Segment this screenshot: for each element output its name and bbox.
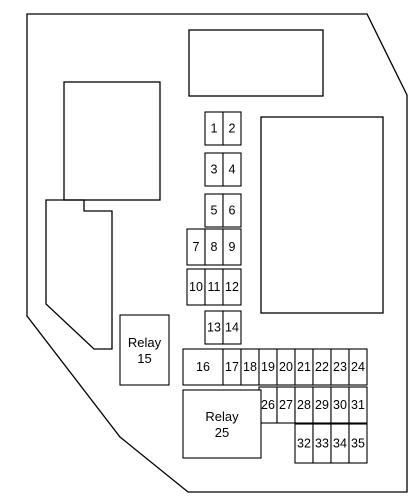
fuse-label: 31 <box>351 398 365 412</box>
fuse-34: 34 <box>330 423 350 464</box>
relay-label: 25 <box>215 425 229 440</box>
fuse-16: 16 <box>182 348 224 386</box>
left-block <box>63 81 161 201</box>
fuse-slot <box>222 228 242 266</box>
fuse-label: 22 <box>315 360 329 374</box>
left-lower-block <box>45 199 113 350</box>
right-block <box>260 116 384 314</box>
fuse-slot <box>222 268 242 306</box>
fuse-label: 23 <box>333 360 347 374</box>
fuse-33: 33 <box>312 423 332 464</box>
fuse-label: 13 <box>207 321 221 335</box>
fuse-label: 3 <box>211 163 218 177</box>
fuse-20: 20 <box>276 348 296 386</box>
fuse-label: 24 <box>351 360 365 374</box>
fuse-label: 19 <box>261 360 275 374</box>
fuse-17: 17 <box>222 348 242 386</box>
fuse-label: 10 <box>189 280 203 294</box>
fuse-29: 29 <box>312 386 332 424</box>
top-block <box>188 29 324 97</box>
fuse-24: 24 <box>348 348 368 386</box>
relay-box <box>119 314 170 386</box>
fuse-slot <box>348 423 368 464</box>
fuse-30: 30 <box>330 386 350 424</box>
fuse-label: 21 <box>297 360 311 374</box>
relay-box <box>182 389 262 459</box>
fuse-label: 4 <box>229 163 236 177</box>
fuse-10: 10 <box>186 268 206 306</box>
fuse-label: 14 <box>225 321 239 335</box>
fuse-11: 11 <box>204 268 224 306</box>
fuse-label: 34 <box>333 437 347 451</box>
fuse-label: 30 <box>333 398 347 412</box>
fuse-26: 26 <box>258 386 278 424</box>
fuse-27: 27 <box>276 386 296 424</box>
fuse-slot <box>222 111 242 146</box>
fuse-label: 20 <box>279 360 293 374</box>
fuse-9: 9 <box>222 228 242 266</box>
fuse-19: 19 <box>258 348 278 386</box>
fuse-label: 32 <box>297 437 311 451</box>
fuse-label: 16 <box>196 360 210 374</box>
fuse-8: 8 <box>204 228 224 266</box>
fuse-label: 27 <box>279 398 293 412</box>
relay-label: 15 <box>137 351 151 366</box>
fuse-18: 18 <box>240 348 260 386</box>
fuse-31: 31 <box>348 386 368 424</box>
fuse-label: 35 <box>351 437 365 451</box>
fuse-13: 13 <box>204 310 224 345</box>
fuse-7: 7 <box>186 228 206 266</box>
fuse-label: 18 <box>243 360 257 374</box>
fuse-23: 23 <box>330 348 350 386</box>
fuse-12: 12 <box>222 268 242 306</box>
fuse-3: 3 <box>204 152 224 187</box>
fuse-label: 9 <box>229 240 236 254</box>
fuse-slot <box>222 193 242 228</box>
fuse-slot <box>182 348 224 386</box>
fuse-label: 8 <box>211 240 218 254</box>
fuse-label: 33 <box>315 437 329 451</box>
fuse-4: 4 <box>222 152 242 187</box>
fuse-box-outline <box>26 13 408 493</box>
fuse-6: 6 <box>222 193 242 228</box>
fuse-label: 7 <box>193 240 200 254</box>
fuse-slot <box>348 348 368 386</box>
fuse-label: 1 <box>211 122 218 136</box>
fuse-35: 35 <box>348 423 368 464</box>
fuse-label: 29 <box>315 398 329 412</box>
fuse-22: 22 <box>312 348 332 386</box>
fuse-32: 32 <box>294 423 314 464</box>
fuse-21: 21 <box>294 348 314 386</box>
fuse-label: 11 <box>208 280 221 294</box>
fuse-slot <box>348 386 368 424</box>
fuse-label: 28 <box>297 398 311 412</box>
fuse-slot <box>222 310 242 345</box>
relay-label: Relay <box>205 409 239 424</box>
fuse-28: 28 <box>294 386 314 424</box>
fuse-label: 26 <box>261 398 275 412</box>
relay-label: Relay <box>128 335 162 350</box>
fuse-14: 14 <box>222 310 242 345</box>
fuse-slot <box>222 152 242 187</box>
fuse-label: 12 <box>225 280 239 294</box>
fuse-2: 2 <box>222 111 242 146</box>
fuse-label: 2 <box>229 122 236 136</box>
fuse-1: 1 <box>204 111 224 146</box>
fuse-label: 5 <box>211 204 218 218</box>
fuse-label: 17 <box>225 360 239 374</box>
fuse-label: 6 <box>229 204 236 218</box>
fuse-5: 5 <box>204 193 224 228</box>
